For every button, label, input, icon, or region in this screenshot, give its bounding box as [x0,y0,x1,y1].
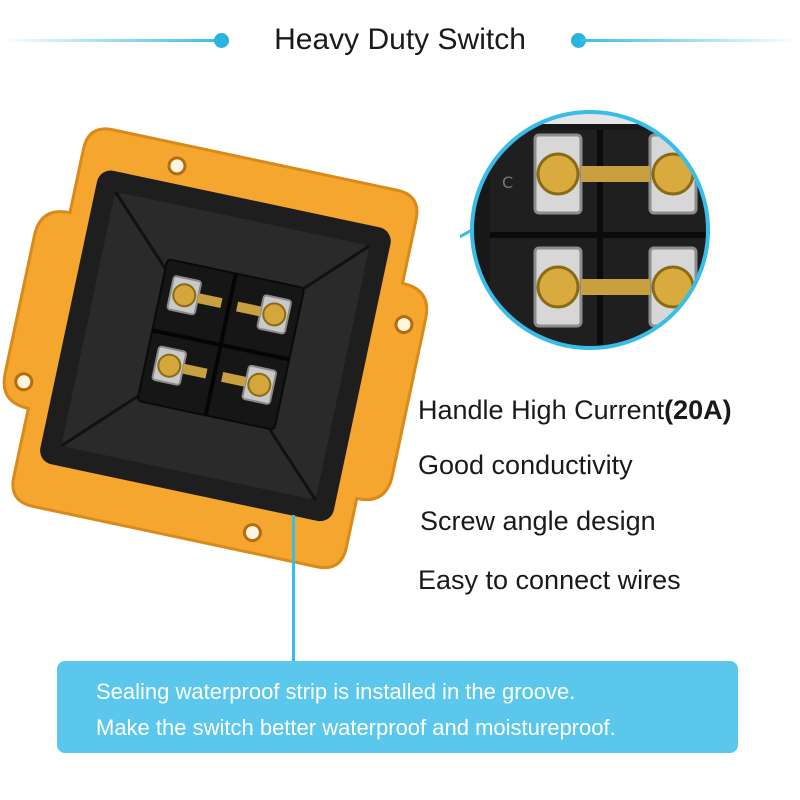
header-dot-right [571,33,586,48]
terminal-screw [151,345,208,386]
terminal-screw [236,294,292,335]
zoom-detail: C [460,110,710,350]
info-line-1: Sealing waterproof strip is installed in… [96,679,576,704]
header-dot-left [214,33,229,48]
zoom-screw [533,133,621,215]
zoom-pointer-line [460,228,473,239]
gasket-pointer-line [292,515,295,663]
feature-current-rating: (20A) [664,395,732,425]
feature-easy-connect: Easy to connect wires [418,565,681,595]
header-line-right [580,39,800,42]
terminal-screw [221,364,277,405]
terminal-marking: C [502,173,513,192]
mount-hole [14,372,34,392]
page-title: Heavy Duty Switch [274,23,526,56]
info-box: Sealing waterproof strip is installed in… [57,661,738,753]
switch-photo [2,127,429,570]
header-line-left [0,39,220,42]
feature-high-current: Handle High Current(20A) [418,393,732,427]
mount-hole [167,156,187,176]
feature-conductivity: Good conductivity [418,450,633,480]
feature-screw-angle: Screw angle design [420,506,656,536]
feature-high-current-text: Handle High Current [418,395,665,425]
terminal-screw [166,275,223,316]
mount-hole [394,315,414,335]
info-line-2: Make the switch better waterproof and mo… [96,715,616,740]
mount-hole [242,523,262,543]
